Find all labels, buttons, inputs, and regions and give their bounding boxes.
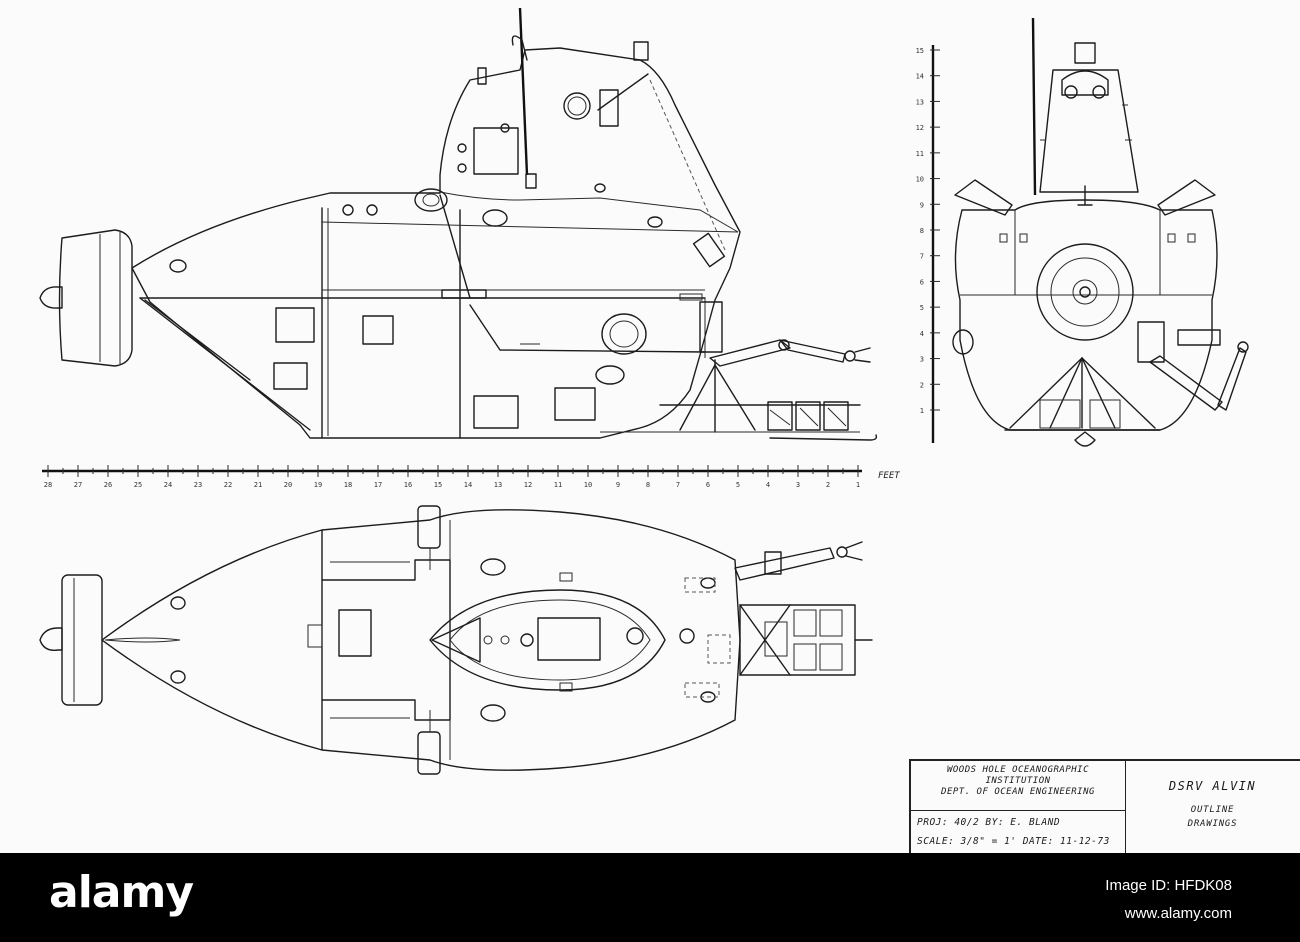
h-scale-label: 27 [74,481,82,489]
drawing-title: DSRV ALVIN [1168,779,1257,793]
h-scale-label: 14 [464,481,472,489]
project-line: PROJ: 40/2 BY: E. BLAND [917,817,1061,828]
h-scale-label: 11 [554,481,562,489]
h-scale-label: 28 [44,481,52,489]
scale-line: SCALE: 3/8" = 1' DATE: 11-12-73 [917,836,1110,847]
v-scale-label: 11 [916,150,924,158]
title-block: WOODS HOLE OCEANOGRAPHIC INSTITUTION DEP… [909,759,1300,853]
drawing-subtitle-2: DRAWINGS [1187,819,1238,829]
h-scale-label: 10 [584,481,592,489]
h-scale-label: 20 [284,481,292,489]
drawing-subtitle-1: OUTLINE [1190,805,1235,815]
h-scale-label: 1 [856,481,860,489]
organization-block: WOODS HOLE OCEANOGRAPHIC INSTITUTION DEP… [911,761,1125,811]
v-scale-label: 7 [920,253,924,261]
h-scale-label: 25 [134,481,142,489]
org-line-1: WOODS HOLE OCEANOGRAPHIC [946,765,1090,775]
v-scale-label: 10 [916,176,924,184]
h-scale-label: 23 [194,481,202,489]
alamy-logo: alamy [49,867,194,918]
h-scale-label: 5 [736,481,740,489]
v-scale-label: 14 [916,73,924,81]
org-line-3: DEPT. OF OCEAN ENGINEERING [941,787,1095,797]
h-scale-label: 19 [314,481,322,489]
h-scale-label: 22 [224,481,232,489]
h-scale-label: 9 [616,481,620,489]
image-id-label: Image ID: HFDK08 [1105,877,1232,894]
h-scale-label: 12 [524,481,532,489]
v-scale-label: 4 [920,330,924,338]
scale-unit-label: FEET [878,471,900,481]
v-scale-label: 13 [916,98,924,106]
side-elevation-view [39,7,878,441]
h-scale-label: 3 [796,481,800,489]
h-scale-label: 4 [766,481,770,489]
h-scale-label: 2 [826,481,830,489]
title-block-title-panel: DSRV ALVIN OUTLINE DRAWINGS [1125,761,1300,853]
watermark-footer: alamy Image ID: HFDK08 www.alamy.com [0,853,1300,942]
v-scale-label: 6 [920,278,924,286]
h-scale-label: 16 [404,481,412,489]
h-scale-label: 8 [646,481,650,489]
v-scale-label: 2 [920,381,924,389]
h-scale-label: 24 [164,481,172,489]
footer-url[interactable]: www.alamy.com [1124,905,1232,922]
h-scale-label: 21 [254,481,262,489]
v-scale-label: 8 [920,227,924,235]
h-scale-label: 17 [374,481,382,489]
v-scale-label: 9 [920,201,924,209]
front-elevation-view [952,17,1249,447]
plan-view [39,505,873,775]
vertical-scale-bar: 15 14 13 12 11 10 9 8 7 6 5 4 3 2 1 [916,45,940,443]
h-scale-label: 6 [706,481,710,489]
v-scale-label: 12 [916,124,924,132]
h-scale-label: 13 [494,481,502,489]
h-scale-label: 15 [434,481,442,489]
h-scale-label: 26 [104,481,112,489]
org-line-2: INSTITUTION [985,776,1051,786]
v-scale-label: 5 [920,304,924,312]
v-scale-label: 3 [920,356,924,364]
v-scale-label: 15 [916,47,924,55]
h-scale-label: 18 [344,481,352,489]
title-block-info-panel: WOODS HOLE OCEANOGRAPHIC INSTITUTION DEP… [911,761,1126,853]
h-scale-label: 7 [676,481,680,489]
v-scale-label: 1 [920,407,924,415]
